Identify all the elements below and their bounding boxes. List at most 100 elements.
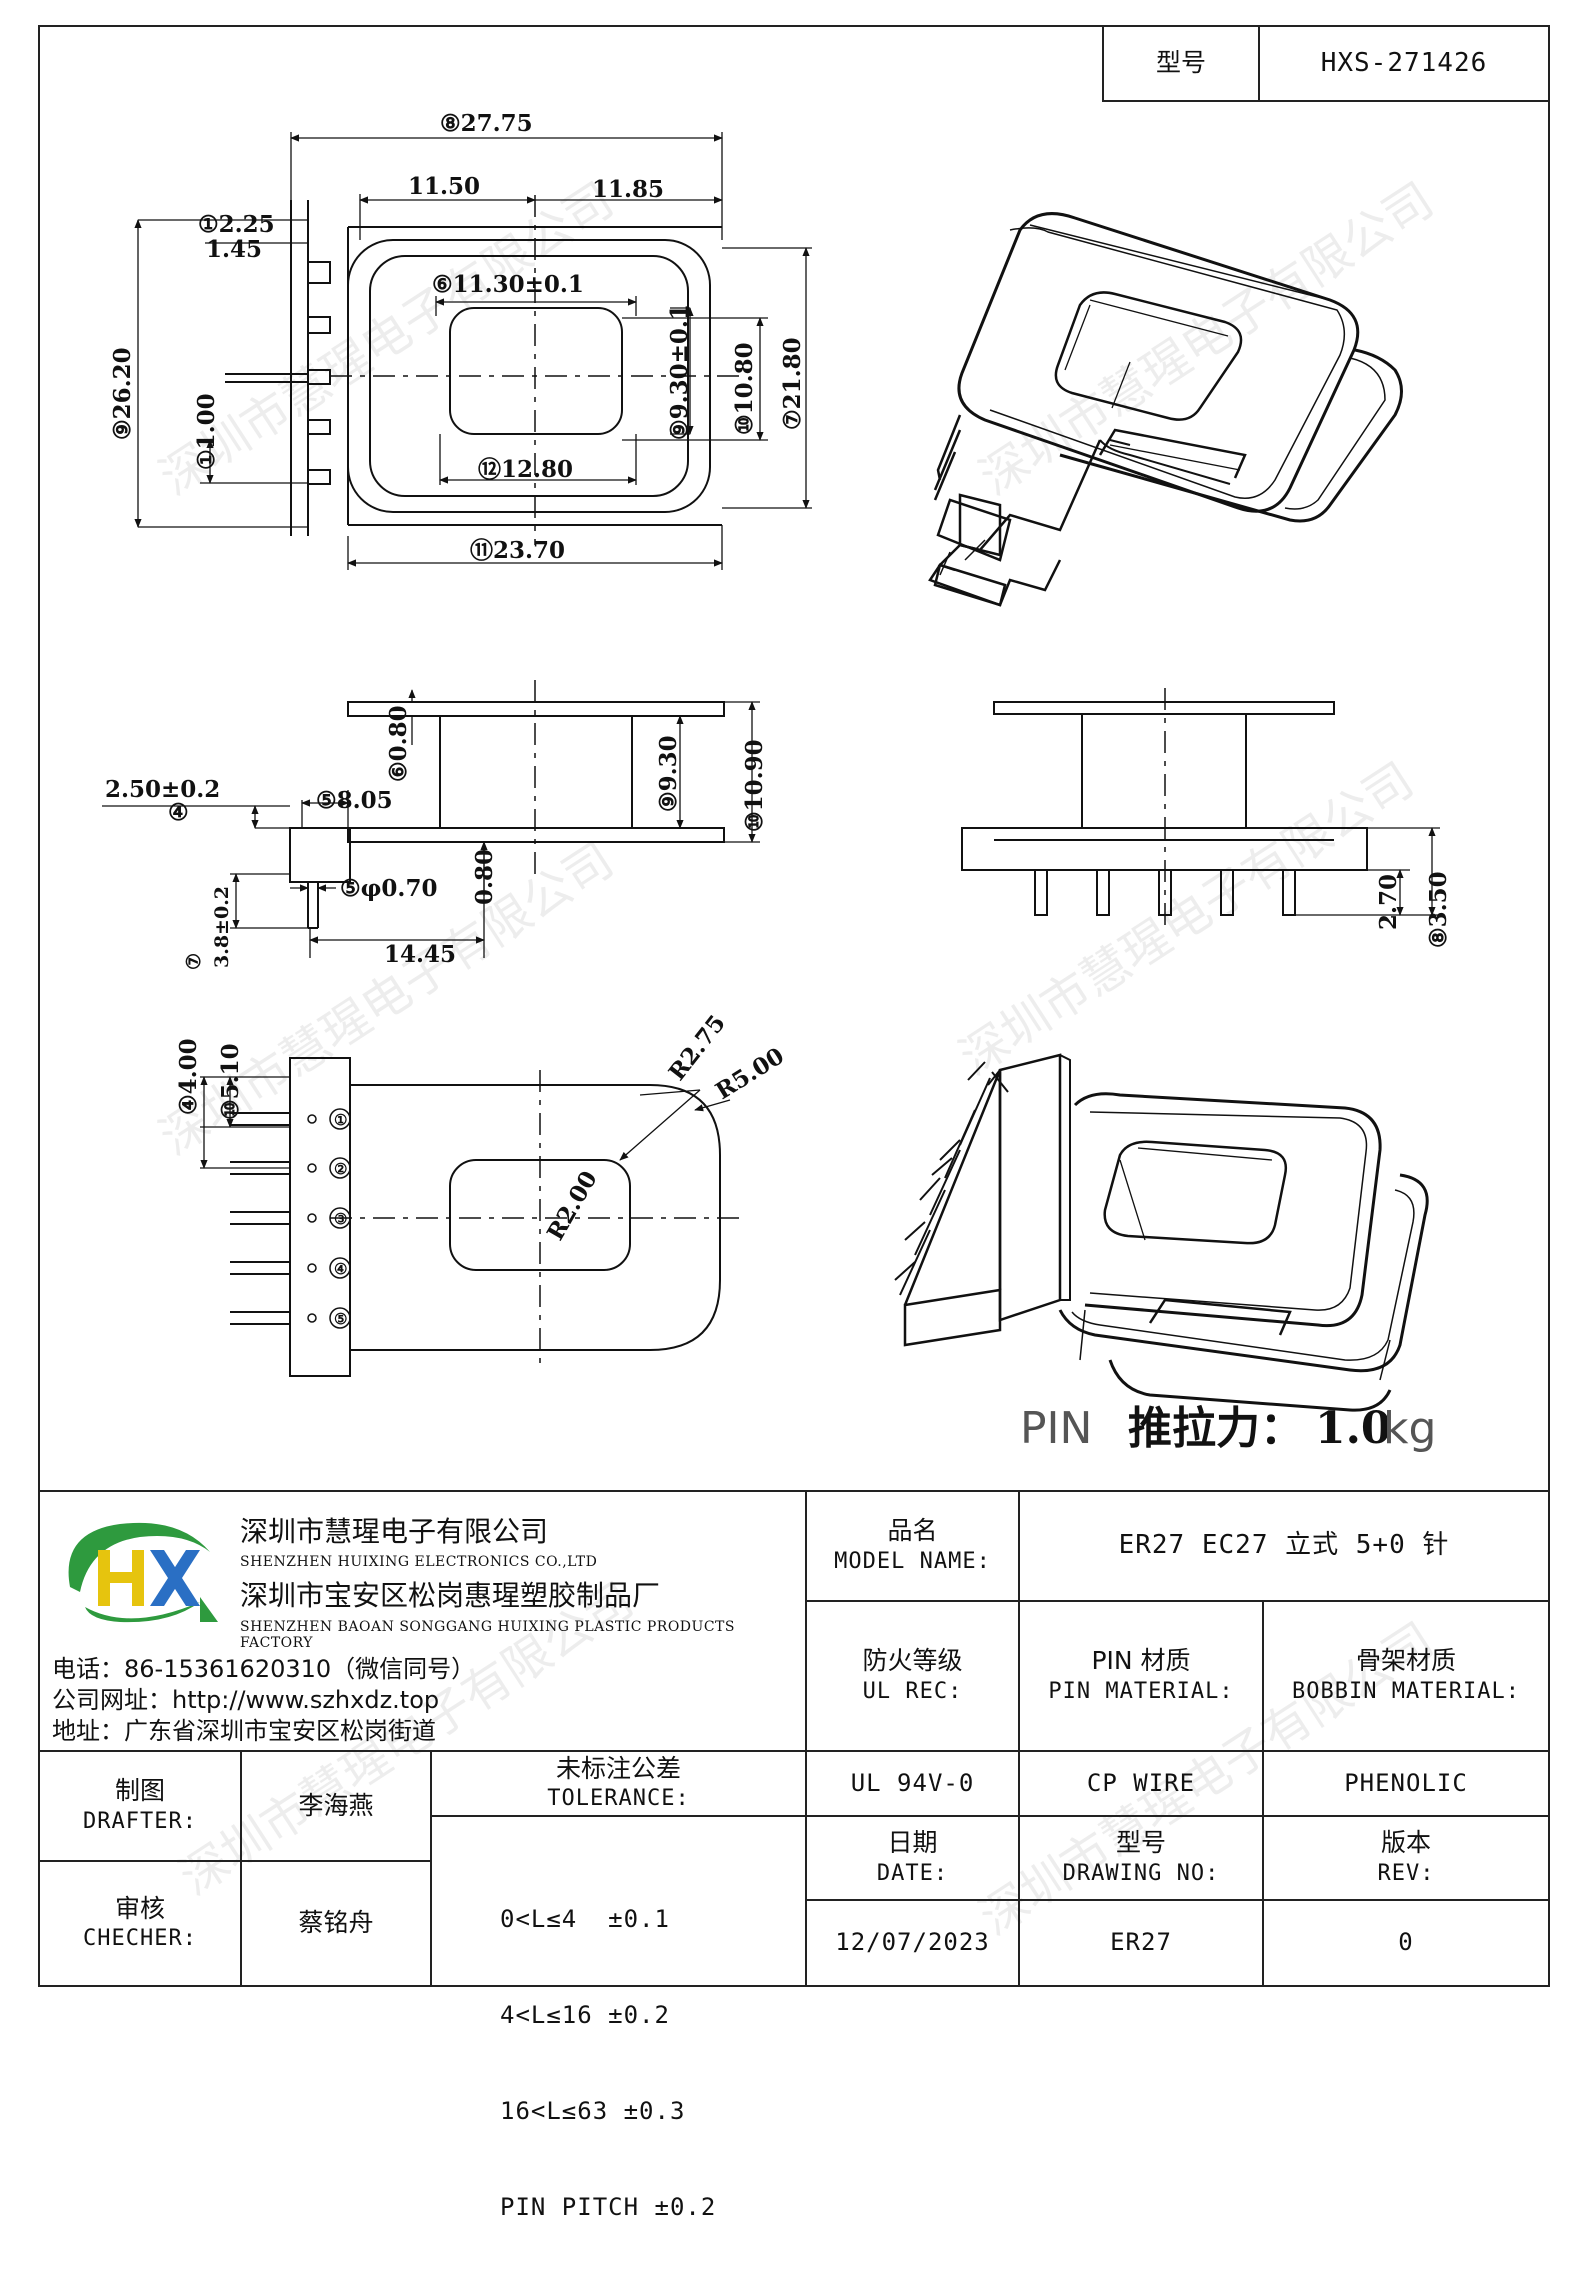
dim-pin-standoff: 2.70 <box>1375 874 1402 930</box>
company-name-en: SHENZHEN HUIXING ELECTRONICS CO.,LTD <box>240 1554 598 1570</box>
date-en: DATE: <box>876 1860 949 1886</box>
drawing-no-cn: 型号 <box>1115 1828 1166 1858</box>
ul-label-cell: 防火等级 UL REC: <box>805 1600 1020 1752</box>
dim-window-width: ⑥11.30±0.1 <box>432 271 584 298</box>
checker-label-cell: 审核 CHECHER: <box>38 1860 242 1987</box>
date-value: 12/07/2023 <box>835 1928 990 1957</box>
tolerance-en: TOLERANCE: <box>547 1786 690 1812</box>
dim-pin-width: 1.45 <box>206 236 262 263</box>
header-model-label: 型号 <box>1155 48 1206 78</box>
title-block <box>38 1490 1550 1987</box>
dim-window-height: ⑨9.30±0.1 <box>666 304 693 440</box>
pin-number: ② <box>334 1160 347 1178</box>
company-logo <box>68 1522 218 1623</box>
dim-flange-height: ⑦21.80 <box>779 337 806 430</box>
pin-number: ③ <box>334 1210 347 1228</box>
isometric-view-bottom <box>894 1053 1429 1412</box>
top-view <box>134 132 812 570</box>
dim-core-width: ⑫12.80 <box>478 456 573 483</box>
company-phone: 电话：86-15361620310（微信同号） <box>52 1655 476 1683</box>
dim-radius-inner: R2.75 <box>663 1010 731 1086</box>
company-website: 公司网址：http://www.szhxdz.top <box>52 1686 440 1714</box>
drawing-no-en: DRAWING NO: <box>1062 1860 1220 1886</box>
model-name-label-cell: 品名 MODEL NAME: <box>805 1490 1020 1602</box>
pin-material-label-cell: PIN 材质 PIN MATERIAL: <box>1018 1600 1264 1752</box>
model-name-en: MODEL NAME: <box>834 1548 991 1574</box>
bottom-view <box>200 1057 745 1377</box>
drawing-no-value-cell: ER27 <box>1018 1899 1264 1987</box>
front-view <box>961 688 1440 930</box>
dim-base-depth: ⑤8.05 <box>316 787 393 814</box>
tolerance-row: 4<L≤16 ±0.2 <box>500 2001 670 2029</box>
dim-left-part: 11.50 <box>408 173 480 200</box>
dim-pin-total: ⑧3.50 <box>1425 871 1452 948</box>
pin-number: ⑤ <box>334 1310 347 1328</box>
drafter-name: 李海燕 <box>298 1790 374 1820</box>
company-address: 地址：广东省深圳市宝安区松岗街道 <box>52 1717 436 1745</box>
drafter-name-cell: 李海燕 <box>240 1750 432 1862</box>
bobbin-material-value-cell: PHENOLIC <box>1262 1750 1550 1817</box>
date-value-cell: 12/07/2023 <box>805 1899 1020 1987</box>
dim-flange-window: ⑩10.80 <box>731 342 758 435</box>
drawing-no-value: ER27 <box>1110 1928 1172 1957</box>
side-view <box>102 680 760 958</box>
bobbin-material-value: PHENOLIC <box>1344 1768 1468 1797</box>
bobbin-material-cn: 骨架材质 <box>1355 1646 1456 1676</box>
dim-overall-height: ⑨26.20 <box>109 347 136 440</box>
dim-pin-pitch: ④4.00 <box>175 1038 202 1115</box>
rev-label-cell: 版本 REV: <box>1262 1815 1550 1901</box>
pin-force-prefix: PIN <box>1020 1403 1092 1454</box>
dim-right-part: 11.85 <box>592 176 664 203</box>
tolerance-values-cell: 0<L≤4 ±0.1 4<L≤16 ±0.2 16<L≤63 ±0.3 PIN … <box>430 1815 807 2221</box>
dim-base-width: ⑪23.70 <box>470 537 565 564</box>
rev-value-cell: 0 <box>1262 1899 1550 1987</box>
tolerance-label-cell: 未标注公差 TOLERANCE: <box>430 1750 807 1817</box>
dim-bottom-flange: 0.80 <box>471 849 498 905</box>
company-info: 深圳市慧瑆电子有限公司 SHENZHEN HUIXING ELECTRONICS… <box>40 1492 807 1750</box>
pin-number: ① <box>334 1111 347 1129</box>
tolerance-row: 16<L≤63 ±0.3 <box>500 2097 686 2125</box>
checker-en: CHECHER: <box>83 1926 197 1952</box>
ul-value-cell: UL 94V-0 <box>805 1750 1020 1817</box>
rev-cn: 版本 <box>1380 1828 1431 1858</box>
dim-pin-dia: ⑤φ0.70 <box>340 875 437 902</box>
model-name-value-cell: ER27 EC27 立式 5+0 针 <box>1018 1490 1550 1602</box>
checker-cn: 审核 <box>114 1893 165 1923</box>
dim-pin-offset: ①2.25 <box>198 211 275 238</box>
pin-material-en: PIN MATERIAL: <box>1048 1678 1234 1704</box>
dim-body-length: 14.45 <box>384 941 456 968</box>
pin-material-cn: PIN 材质 <box>1091 1646 1191 1676</box>
dim-pin-length: 3.8±0.2 <box>211 886 233 968</box>
isometric-view-top <box>928 212 1403 607</box>
pin-material-value: CP WIRE <box>1086 1768 1196 1797</box>
divider <box>38 1490 1550 1492</box>
factory-name-en: SHENZHEN BAOAN SONGGANG HUIXING PLASTIC … <box>240 1619 735 1651</box>
dim-overall-width: ⑧27.75 <box>440 110 533 137</box>
header-model-value-cell: HXS-271426 <box>1258 25 1550 102</box>
ul-value: UL 94V-0 <box>850 1768 975 1797</box>
tolerance-row: 0<L≤4 ±0.1 <box>500 1905 670 1933</box>
dim-base-height-mark: ④ <box>168 799 189 826</box>
dim-base-height: 2.50±0.2 <box>105 776 220 803</box>
date-label-cell: 日期 DATE: <box>805 1815 1020 1901</box>
model-name-value: ER27 EC27 立式 5+0 针 <box>1118 1530 1450 1561</box>
drafter-cn: 制图 <box>114 1776 165 1806</box>
model-name-cn: 品名 <box>887 1516 938 1546</box>
pin-force-value: 1.0 <box>1315 1403 1392 1454</box>
pin-material-value-cell: CP WIRE <box>1018 1750 1264 1817</box>
rev-value: 0 <box>1398 1928 1414 1957</box>
bobbin-material-label-cell: 骨架材质 BOBBIN MATERIAL: <box>1262 1600 1550 1752</box>
dim-radius-outer: R5.00 <box>711 1042 789 1105</box>
drawing-no-label-cell: 型号 DRAWING NO: <box>1018 1815 1264 1901</box>
factory-name-cn: 深圳市宝安区松岗惠瑆塑胶制品厂 <box>240 1579 661 1612</box>
drafter-en: DRAFTER: <box>83 1808 197 1834</box>
dim-flange-total: ⑩10.90 <box>741 739 768 832</box>
drafter-label-cell: 制图 DRAFTER: <box>38 1750 242 1862</box>
ul-en: UL REC: <box>862 1678 963 1704</box>
company-name-cn: 深圳市慧瑆电子有限公司 <box>240 1515 549 1548</box>
dim-radius-window: R2.00 <box>542 1166 603 1245</box>
checker-name: 蔡铭舟 <box>298 1908 374 1938</box>
dim-flange-thick: ⑥0.80 <box>385 705 412 782</box>
tolerance-cn: 未标注公差 <box>555 1753 681 1783</box>
bobbin-material-en: BOBBIN MATERIAL: <box>1292 1678 1520 1704</box>
